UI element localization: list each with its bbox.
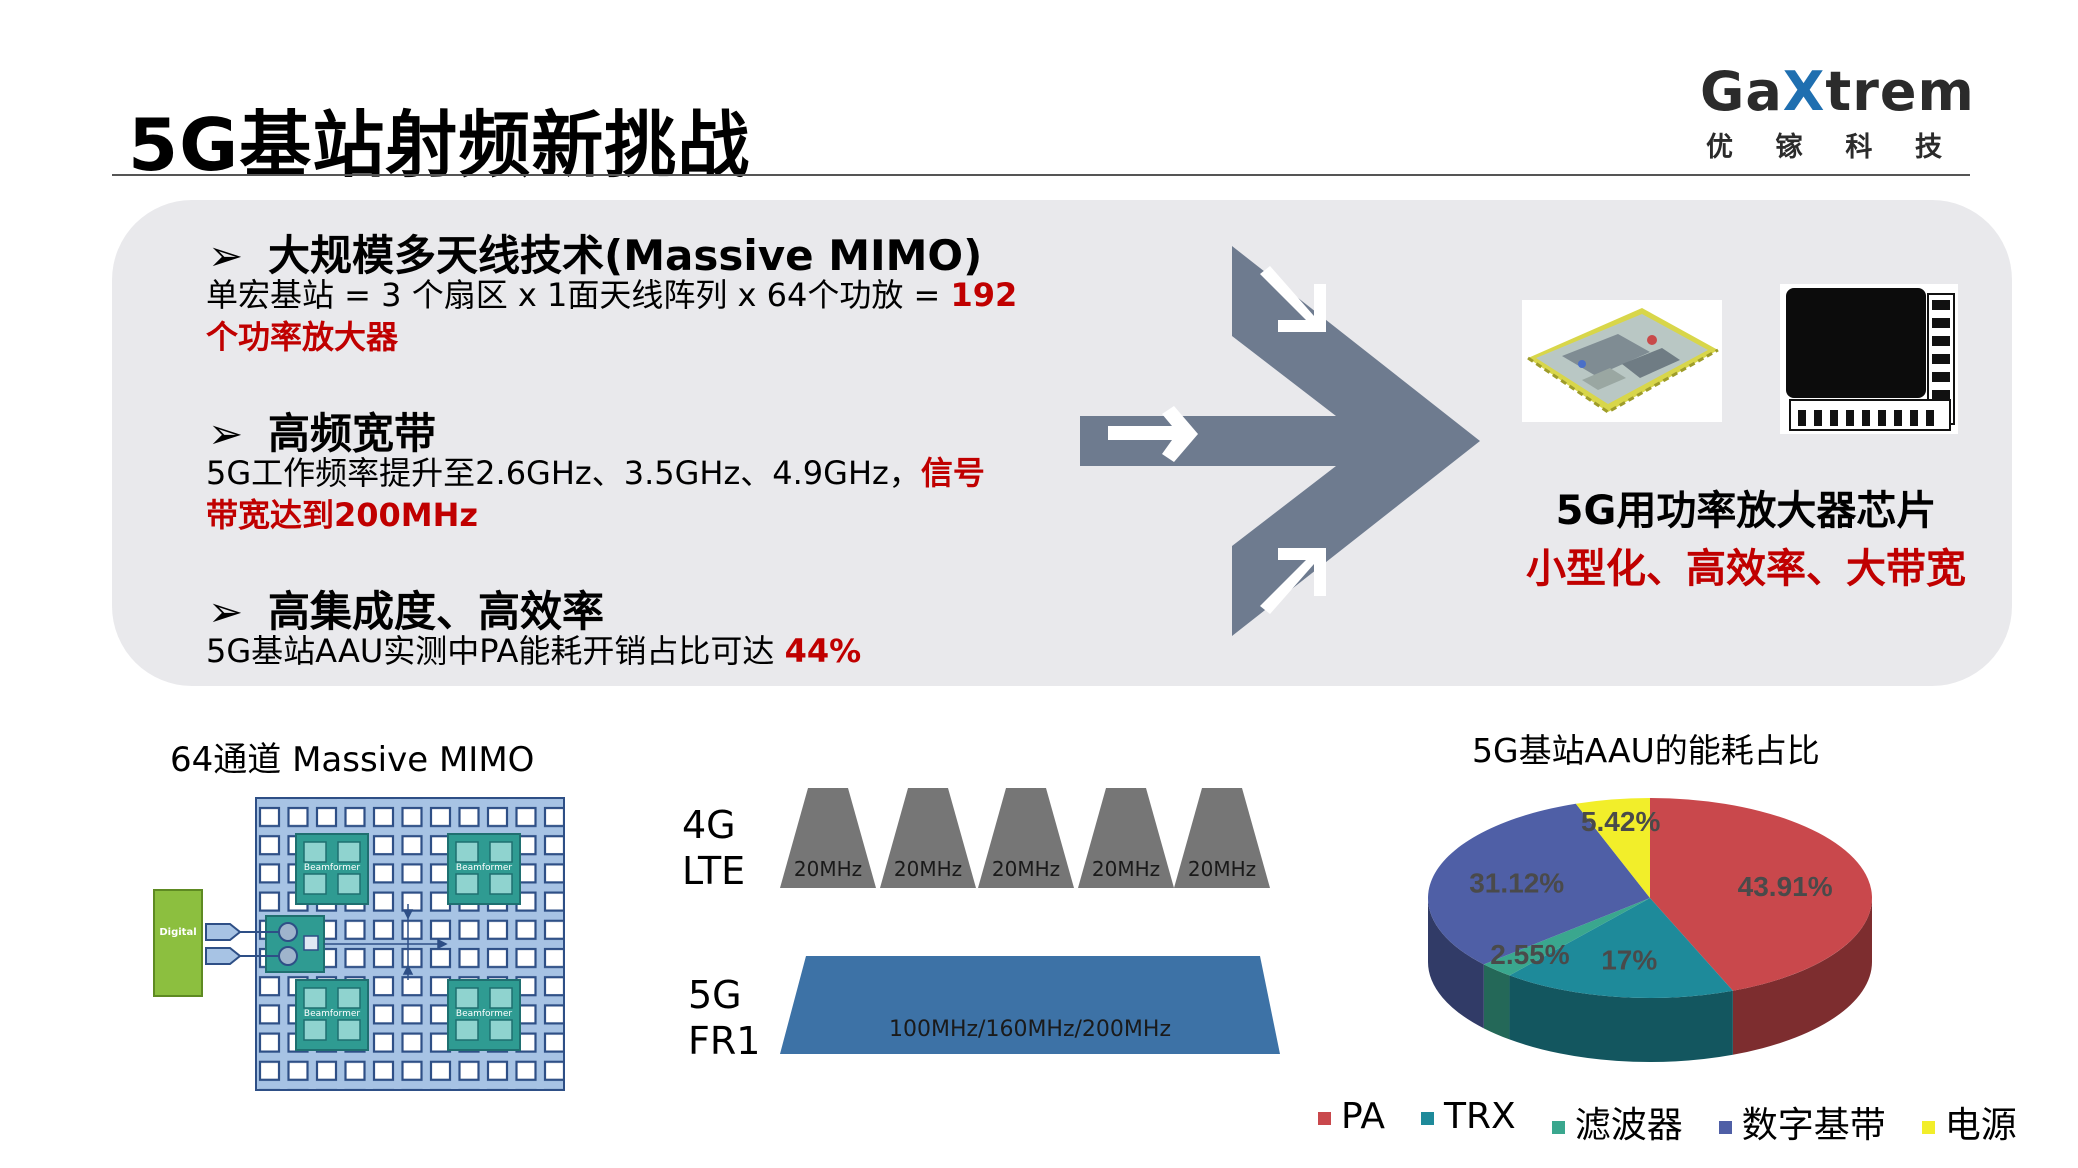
lte-channel-4 [1078,788,1174,888]
legend-item-baseband: 数字基带 [1718,1096,1886,1148]
bullet-wideband-heading: ➢高频宽带 [208,409,437,458]
lte-channel-3 [978,788,1074,888]
lte-channel-5 [1174,788,1270,888]
converging-arrows-icon [1080,246,1480,636]
digital-unit-label: Digital [159,927,196,938]
beamformer-label: Beamformer [304,863,361,873]
beamformer-label: Beamformer [304,1009,361,1019]
pie-chart-title: 5G基站AAU的能耗占比 [1472,731,1820,770]
pie-side-TRX [1509,975,1733,1062]
bullet-efficiency-text: 5G基站AAU实测中PA能耗开销占比可达 44% [206,632,862,670]
energy-share-pie-chart: 43.91% 17% 2.55% 31.12% 5.42% [1428,798,1872,1062]
lte-channel-1 [780,788,876,888]
legend-item-filter: 滤波器 [1551,1096,1683,1148]
lte-channel-2 [880,788,976,888]
fr1-channel [780,956,1280,1054]
band-comparison-diagram: 20MHz 20MHz 20MHz 20MHz 20MHz 100MHz/160… [780,788,1280,1054]
pie-label-电源: 5.42% [1581,806,1660,837]
lte-channel-label: 20MHz [992,857,1060,881]
pie-slice-滤波器 [1483,898,1650,976]
pie-slice-PA [1650,798,1872,991]
mimo-caption: 64通道 Massive MIMO [170,740,535,780]
pie-slice-电源 [1575,798,1650,898]
challenges-panel [112,200,2012,686]
pie-side-滤波器 [1483,964,1510,1040]
pie-label-PA: 43.91% [1738,871,1833,902]
pie-legend: PA TRX 滤波器 数字基带 电源 [1318,1096,2017,1148]
pie-label-数字基带: 31.12% [1469,868,1564,899]
pa-chip-caption: 5G用功率放大器芯片 小型化、高效率、大带宽 [1526,488,1966,592]
pie-slice-TRX [1509,898,1733,998]
title-divider [112,174,1970,176]
pie-label-TRX: 17% [1601,944,1657,975]
lte-channel-label: 20MHz [1188,857,1256,881]
pa-module-image [1522,300,1722,422]
bullet-massive-mimo-text: 单宏基站 = 3 个扇区 x 1面天线阵列 x 64个功放 = 192 个功率放… [206,276,1018,356]
pa-chip-image [1780,284,1958,434]
bullet-efficiency-heading: ➢高集成度、高效率 [208,587,605,636]
pie-slice-数字基带 [1428,803,1650,965]
pie-label-滤波器: 2.55% [1490,939,1569,970]
fr1-channel-label: 100MHz/160MHz/200MHz [889,1017,1171,1042]
legend-item-power-supply: 电源 [1921,1096,2017,1148]
lte-channel-label: 20MHz [894,857,962,881]
mimo-antenna-array-diagram: Beamformer Beamformer Beamformer Beamfor… [153,797,565,1091]
legend-item-trx: TRX [1421,1096,1516,1148]
bullet-massive-mimo-heading: ➢大规模多天线技术(Massive MIMO) [208,231,983,280]
pie-side-PA [1732,898,1872,1055]
beamformer-label: Beamformer [456,863,513,873]
company-logo: GaXtrem 优镓科技 [1700,60,1975,162]
beamformer-label: Beamformer [456,1009,513,1019]
pie-side-数字基带 [1428,898,1484,1029]
bullet-wideband-text: 5G工作频率提升至2.6GHz、3.5GHz、4.9GHz，信号 带宽达到200… [206,454,985,534]
lte-channel-label: 20MHz [1092,857,1160,881]
slide-title: 5G基站射频新挑战 [128,103,751,187]
legend-item-pa: PA [1318,1096,1385,1148]
lte-channel-label: 20MHz [794,857,862,881]
